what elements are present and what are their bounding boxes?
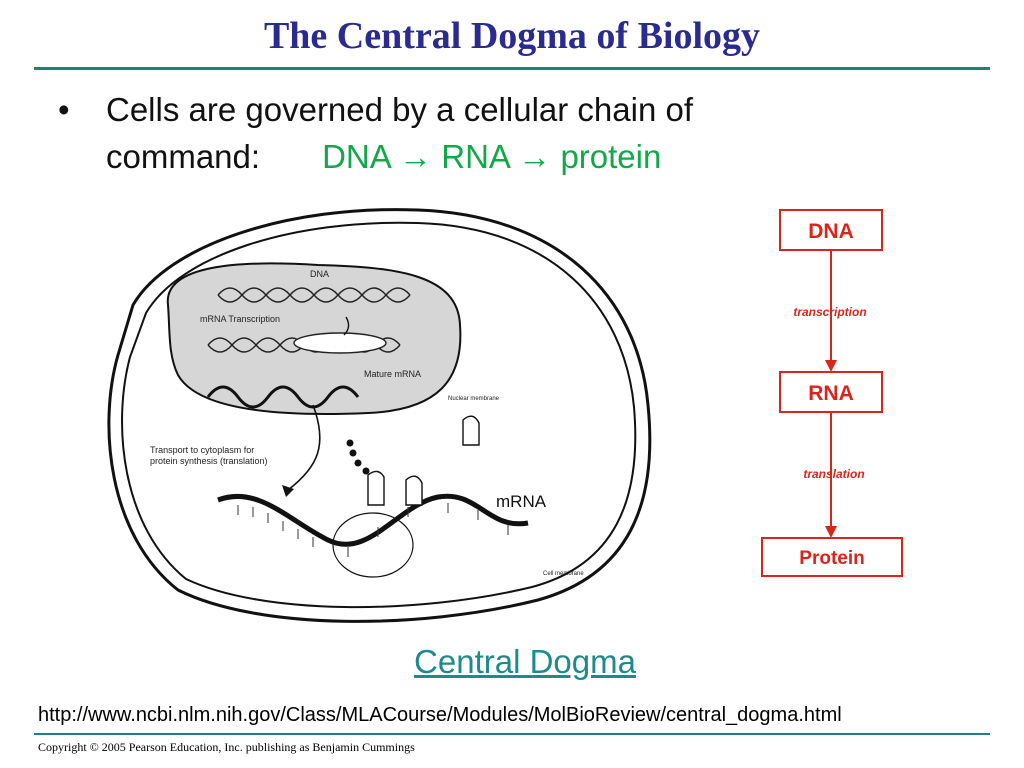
bullet-line-2: command: xyxy=(106,138,261,175)
label-transport-line-1: Transport to cytoplasm for xyxy=(150,445,254,455)
bullet-symbol: • xyxy=(58,91,70,128)
box-protein-label: Protein xyxy=(799,548,864,569)
step-translation: translation xyxy=(803,467,864,481)
label-transport-line-2: protein synthesis (translation) xyxy=(150,456,268,466)
bullet-line-1: Cells are governed by a cellular chain o… xyxy=(106,91,693,128)
box-dna-label: DNA xyxy=(808,220,854,243)
source-url[interactable]: http://www.ncbi.nlm.nih.gov/Class/MLACou… xyxy=(38,704,842,726)
title-divider xyxy=(34,67,990,70)
box-rna xyxy=(779,371,883,413)
label-mrna: mRNA xyxy=(496,492,547,511)
step-transcription: transcription xyxy=(793,305,866,319)
slide-title: The Central Dogma of Biology xyxy=(263,15,761,57)
mature-mrna-strand xyxy=(206,385,360,409)
footer-divider xyxy=(34,733,990,735)
dogma-inline-text: DNA → RNA → protein xyxy=(322,138,662,175)
central-dogma-link[interactable]: Central Dogma xyxy=(414,643,636,680)
label-dna: DNA xyxy=(310,269,329,279)
label-mature-mrna: Mature mRNA xyxy=(364,369,421,379)
dna-helix xyxy=(217,287,411,303)
box-protein xyxy=(761,537,903,577)
trna-group xyxy=(367,415,480,506)
mrna-ticks xyxy=(237,503,509,557)
box-rna-label: RNA xyxy=(808,382,854,405)
transcription-bubble xyxy=(293,332,387,354)
transport-arrow xyxy=(287,404,321,491)
cell-membrane-inner xyxy=(121,221,637,609)
ribosome xyxy=(332,512,414,578)
central-dogma-flowchart: DNA transcription RNA translation Protei… xyxy=(761,209,903,577)
cell-membrane-outer xyxy=(107,208,652,623)
amino-acid-chain xyxy=(346,439,370,475)
label-mrna-transcription: mRNA Transcription xyxy=(200,314,280,324)
label-cell-membrane: Cell membrane xyxy=(543,571,584,577)
cytoplasm-mrna-strand xyxy=(217,493,529,547)
label-nuclear-membrane: Nuclear membrane xyxy=(448,396,500,402)
copyright-notice: Copyright © 2005 Pearson Education, Inc.… xyxy=(38,740,415,754)
bullet-text: Cells are governed by a cellular chain o… xyxy=(106,86,946,180)
cell-diagram: DNA mRNA Transcription Mature mRNA Nucle… xyxy=(107,208,652,623)
